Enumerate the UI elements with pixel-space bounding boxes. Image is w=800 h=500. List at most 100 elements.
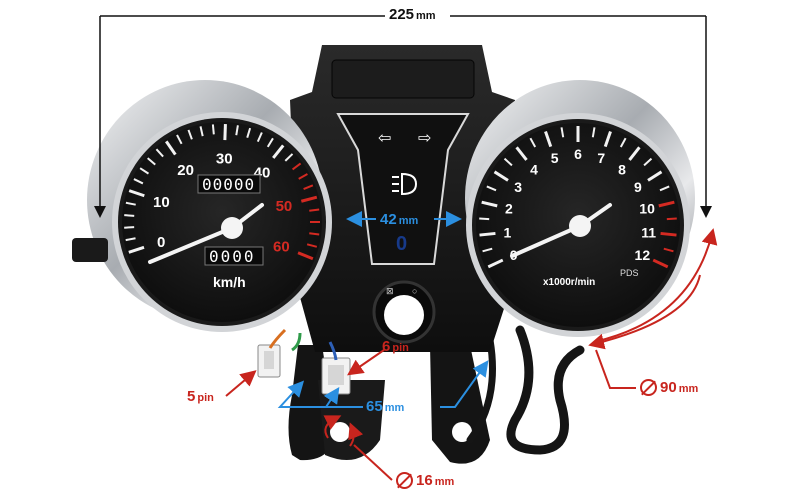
mount-hole-left — [330, 422, 350, 442]
tachometer-tick — [619, 137, 627, 148]
center-housing: ⇦ ⇨ 0 ⊠ ○ — [290, 45, 515, 352]
speedometer-tick — [298, 173, 308, 180]
high-beam-indicator-icon — [392, 172, 418, 196]
speedometer-tick — [306, 243, 318, 248]
speedometer-tick — [300, 195, 318, 203]
speedometer-tick — [246, 127, 252, 138]
speedometer-scale-number: 50 — [276, 198, 293, 215]
speedometer-tick — [128, 189, 145, 198]
speedometer-tick — [211, 124, 215, 135]
trip-meter-display: 0000 — [209, 247, 256, 266]
speedometer-tick — [199, 126, 204, 137]
tachometer-tick — [659, 185, 670, 192]
ignition-off-icon: ⊠ — [386, 286, 394, 296]
tachometer-tick — [560, 127, 565, 138]
tachometer-tick — [487, 258, 504, 269]
tachometer-scale-number: 4 — [530, 161, 538, 177]
speedometer-tick — [266, 137, 274, 148]
tachometer-tick — [603, 130, 612, 148]
odometer-display: 00000 — [202, 175, 255, 194]
turn-right-indicator-icon: ⇨ — [418, 128, 431, 147]
tachometer-tick — [660, 231, 677, 237]
speedometer-tick — [124, 226, 135, 229]
tachometer-tick — [643, 157, 653, 167]
tachometer-tick — [493, 170, 509, 182]
speedometer-tick — [309, 208, 320, 212]
speedometer-face — [122, 122, 322, 322]
mount-spacing-dimension — [277, 360, 489, 408]
speedometer-scale-number: 0 — [157, 234, 165, 251]
diameter-icon — [640, 379, 657, 396]
tachometer-tick — [481, 200, 498, 208]
speedometer-tick — [235, 125, 239, 136]
rpm-unit-label: x1000r/min — [543, 277, 595, 288]
tachometer-scale-number: 2 — [505, 201, 513, 217]
tachometer-tick — [647, 170, 663, 182]
tachometer-tick — [591, 127, 596, 138]
speedometer-tick — [128, 245, 145, 254]
tachometer-scale-number: 6 — [574, 146, 582, 162]
tachometer-tick — [515, 146, 528, 161]
speedometer-tick — [272, 144, 285, 159]
gauge-diameter-dimension — [588, 228, 718, 389]
speed-unit-label: km/h — [213, 274, 246, 290]
tachometer-scale-number: 3 — [514, 179, 522, 195]
speedometer-tick — [223, 124, 227, 141]
tachometer-tick — [652, 258, 669, 269]
speedometer-tick — [124, 214, 135, 217]
tachometer-scale-number: 10 — [639, 201, 655, 217]
speedometer-tick — [176, 134, 183, 145]
speed-needle — [148, 226, 234, 264]
tachometer-tick — [544, 130, 553, 148]
tachometer-brand-label: PDS — [620, 268, 639, 278]
speedometer-tick — [284, 153, 294, 162]
tachometer-tick — [479, 217, 490, 221]
speedometer-scale-number: 10 — [153, 194, 170, 211]
speedometer-tick — [165, 140, 177, 156]
tachometer-tick — [628, 146, 641, 161]
tachometer-tick — [503, 157, 513, 167]
speedometer-ticks — [124, 124, 320, 261]
speedometer-scale-number: 20 — [177, 162, 194, 179]
diameter-icon — [396, 472, 413, 489]
tachometer-scale-number: 5 — [551, 150, 559, 166]
tachometer-tick — [666, 217, 677, 221]
tachometer-tick — [479, 231, 496, 237]
tachometer-scale-number: 12 — [635, 247, 651, 263]
speedometer-tick — [155, 148, 164, 158]
speedometer-tick — [256, 132, 263, 143]
mount-hole-dimension — [323, 415, 393, 481]
ignition-on-icon: ○ — [412, 286, 417, 296]
rpm-needle — [510, 224, 582, 258]
tachometer: 0123456789101112 x1000r/min PDS — [465, 80, 695, 337]
tachometer-scale-number: 7 — [597, 150, 605, 166]
speedometer-tick — [309, 232, 320, 236]
rpm-needle-hub — [569, 215, 591, 237]
speedometer-tick — [125, 201, 136, 206]
speedometer-tick — [133, 178, 144, 185]
six-pin-pointer — [347, 349, 385, 376]
speed-needle-hub — [221, 217, 243, 239]
tachometer-tick — [529, 137, 537, 148]
overall-width-dimension — [94, 15, 712, 218]
tachometer-tick — [486, 185, 497, 192]
trip-reset-knob — [72, 238, 108, 262]
speedometer-tick — [297, 251, 314, 261]
tachometer-tick — [658, 200, 675, 208]
tachometer-scale-number: 1 — [503, 224, 511, 240]
tachometer-tick — [482, 247, 493, 253]
wiring-harness — [466, 325, 585, 455]
speedometer-tick — [303, 184, 314, 190]
speedometer-tick — [125, 237, 136, 242]
speedometer-tick — [291, 162, 302, 171]
speedometer-tick — [147, 157, 156, 166]
tachometer-ticks — [479, 126, 677, 269]
speedometer-tick — [139, 167, 150, 175]
mount-hole-right — [452, 422, 472, 442]
